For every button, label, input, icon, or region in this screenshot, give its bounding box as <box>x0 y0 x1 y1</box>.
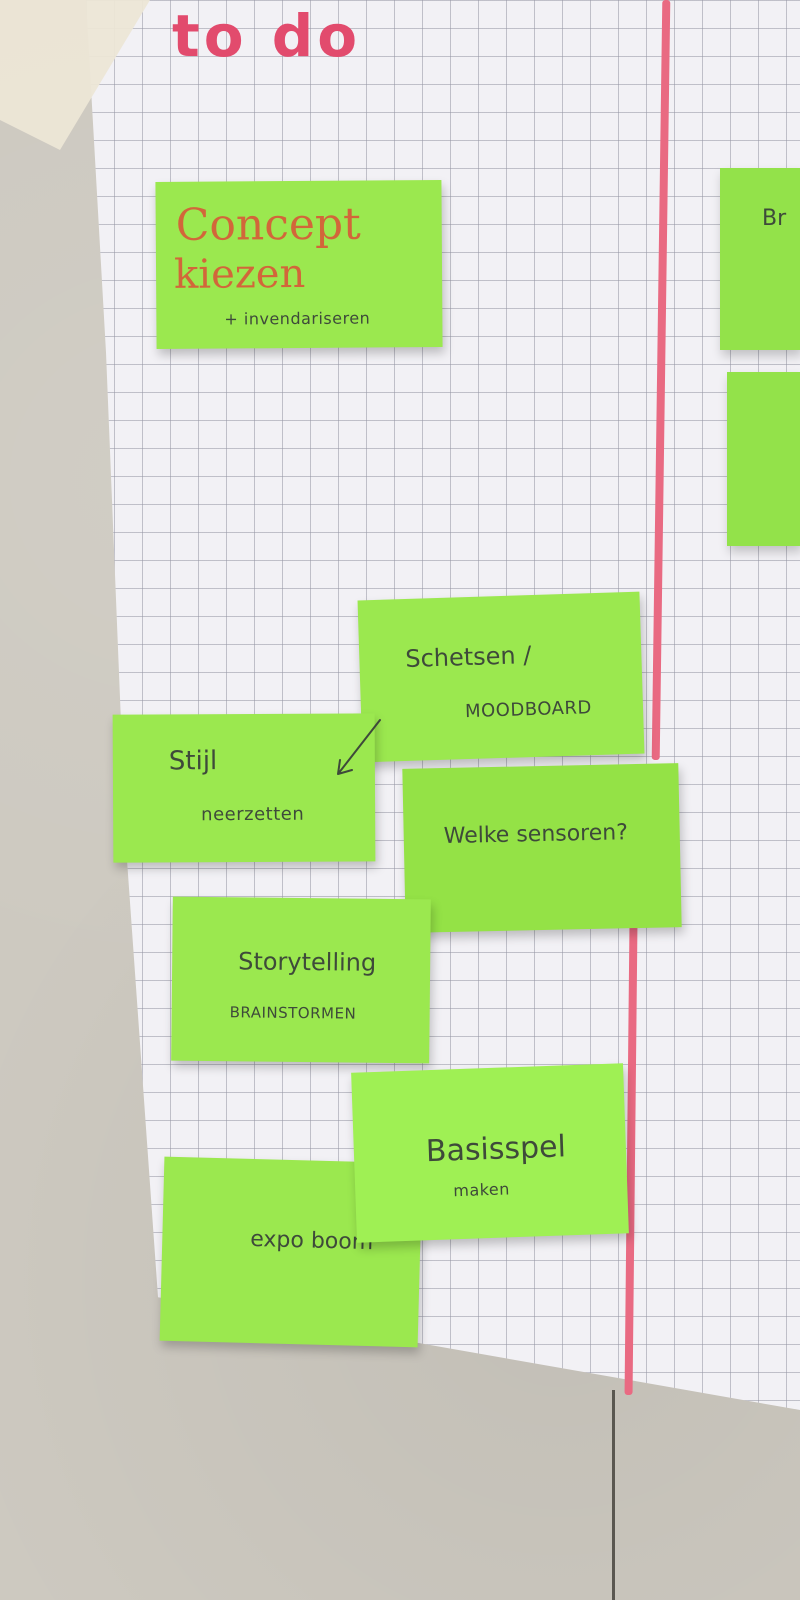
note-expo-line1: expo boom <box>249 1226 374 1256</box>
wall-seam <box>612 1390 615 1600</box>
note-stijl-line2: neerzetten <box>201 803 305 826</box>
note-storytelling-line1: Storytelling <box>238 947 377 977</box>
arrow-icon <box>337 719 381 775</box>
sticky-note-concept[interactable]: Concept kiezen + invendariseren <box>155 180 443 349</box>
note-storytelling-line2: BRAINSTORMEN <box>229 1003 357 1023</box>
note-concept-line1: Concept <box>175 198 361 251</box>
sticky-note-sensoren[interactable]: Welke sensoren? <box>402 763 682 933</box>
note-stijl-line1: Stijl <box>168 746 218 777</box>
note-sensoren-line1: Welke sensoren? <box>443 820 629 850</box>
note-schetsen-line2: MOODBOARD <box>464 697 593 723</box>
partial-note-top-right[interactable]: Br <box>720 168 800 350</box>
sticky-note-storytelling[interactable]: Storytelling BRAINSTORMEN <box>171 896 431 1064</box>
partial-note-middle-right[interactable] <box>727 372 800 546</box>
sticky-note-schetsen[interactable]: Schetsen / MOODBOARD <box>357 591 645 763</box>
partial-note-text: Br <box>762 206 787 231</box>
note-schetsen-line1: Schetsen / <box>404 641 532 673</box>
note-concept-line2: kiezen <box>173 250 306 298</box>
column-title: to do <box>172 2 362 70</box>
note-concept-subtext: + invendariseren <box>224 308 371 329</box>
note-basisspel-line2: maken <box>452 1179 511 1201</box>
note-basisspel-line1: Basisspel <box>425 1129 567 1170</box>
sticky-note-basisspel[interactable]: Basisspel maken <box>351 1063 629 1243</box>
